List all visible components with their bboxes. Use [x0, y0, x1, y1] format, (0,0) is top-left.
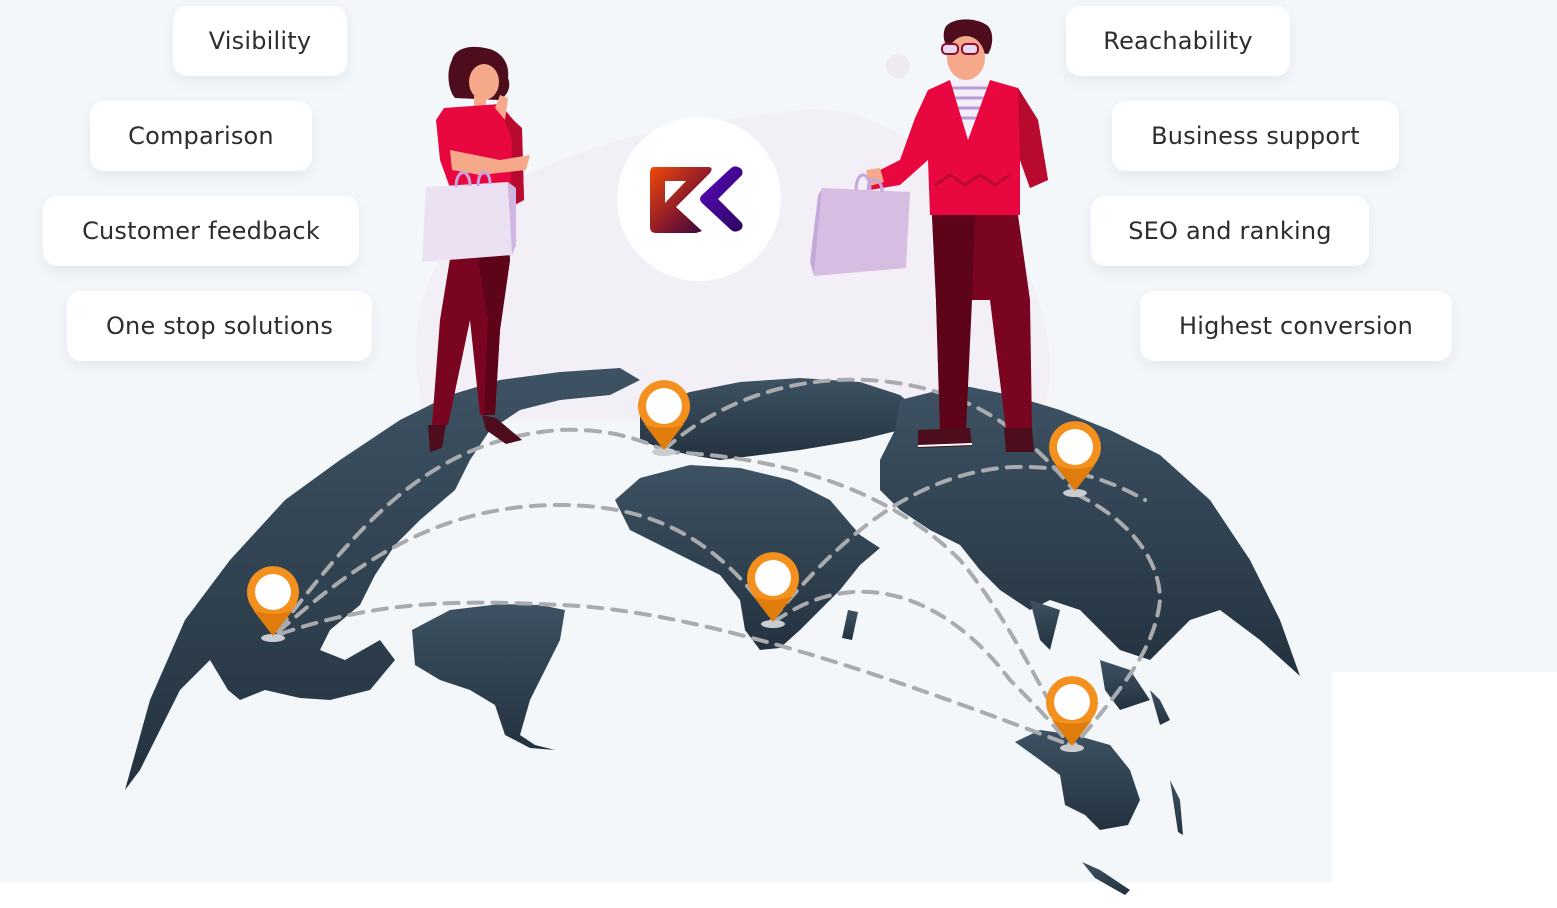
feature-label: Comparison	[128, 122, 274, 150]
feature-pill-comparison: Comparison	[90, 101, 312, 171]
continent-south-america	[412, 604, 565, 750]
feature-label: Business support	[1151, 122, 1360, 150]
feature-label: Highest conversion	[1178, 312, 1414, 340]
woman-with-shopping-bag-icon	[422, 46, 530, 452]
feature-label: SEO and ranking	[1128, 217, 1332, 245]
continent-asia	[880, 385, 1300, 676]
brand-logo	[617, 117, 781, 281]
feature-pill-visibility: Visibility	[173, 6, 347, 76]
pin-africa[interactable]	[747, 552, 799, 628]
continent-australia	[1015, 730, 1140, 830]
pin-europe[interactable]	[638, 380, 690, 456]
pin-north-america[interactable]	[247, 566, 299, 642]
continent-north-america	[125, 368, 640, 790]
feature-label: Visibility	[208, 27, 312, 55]
rk-logo-icon	[650, 166, 743, 233]
continent-africa	[615, 465, 880, 650]
globe-map	[125, 368, 1300, 895]
feature-pill-business-support: Business support	[1112, 101, 1399, 171]
pin-southeast-asia[interactable]	[1046, 676, 1098, 752]
feature-pill-highest-conversion: Highest conversion	[1140, 291, 1452, 361]
feature-pill-one-stop-solutions: One stop solutions	[67, 291, 372, 361]
feature-pill-customer-feedback: Customer feedback	[43, 196, 359, 266]
man-with-shopping-bag-icon	[810, 19, 1048, 452]
feature-pill-reachability: Reachability	[1066, 6, 1290, 76]
feature-label: One stop solutions	[105, 312, 334, 340]
pin-east-asia[interactable]	[1049, 421, 1101, 497]
route-lines	[276, 377, 1163, 747]
feature-label: Reachability	[1103, 27, 1253, 55]
continent-europe	[640, 378, 930, 460]
feature-pill-seo-and-ranking: SEO and ranking	[1091, 196, 1369, 266]
feature-label: Customer feedback	[82, 217, 320, 245]
